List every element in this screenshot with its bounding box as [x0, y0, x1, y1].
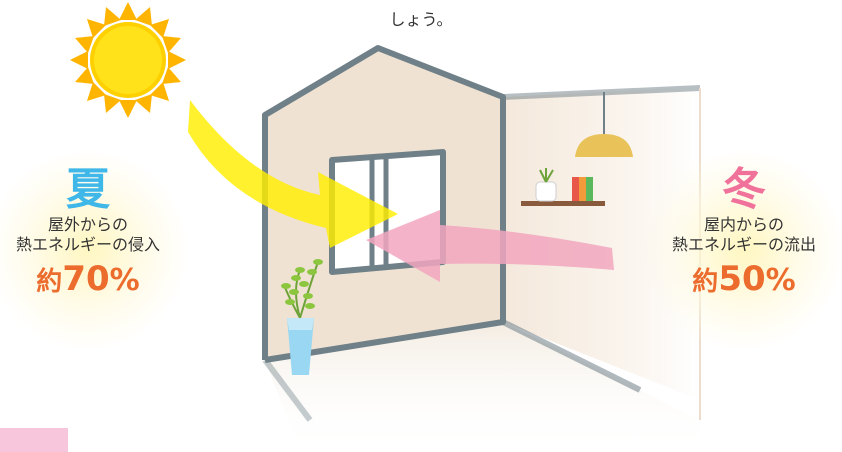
pink-tab	[0, 428, 68, 452]
summer-desc-line2: 熱エネルギーの侵入	[0, 235, 188, 255]
winter-percent-value: 50	[718, 259, 765, 299]
top-caption: しょう。	[0, 6, 842, 30]
summer-block: 夏 屋外からの 熱エネルギーの侵入 約70%	[0, 165, 188, 302]
summer-percentage: 約70%	[0, 259, 188, 302]
winter-label: 冬	[644, 165, 842, 215]
summer-percent-unit: %	[110, 263, 140, 298]
summer-percent-prefix: 約	[36, 267, 62, 297]
summer-percent-value: 70	[62, 259, 109, 299]
winter-desc-line1: 屋内からの	[644, 215, 842, 235]
winter-percent-unit: %	[766, 263, 796, 298]
winter-percentage: 約50%	[644, 259, 842, 302]
winter-block: 冬 屋内からの 熱エネルギーの流出 約50%	[644, 165, 842, 302]
summer-label: 夏	[0, 165, 188, 215]
winter-percent-prefix: 約	[692, 267, 718, 297]
winter-desc-line2: 熱エネルギーの流出	[644, 235, 842, 255]
summer-desc-line1: 屋外からの	[0, 215, 188, 235]
